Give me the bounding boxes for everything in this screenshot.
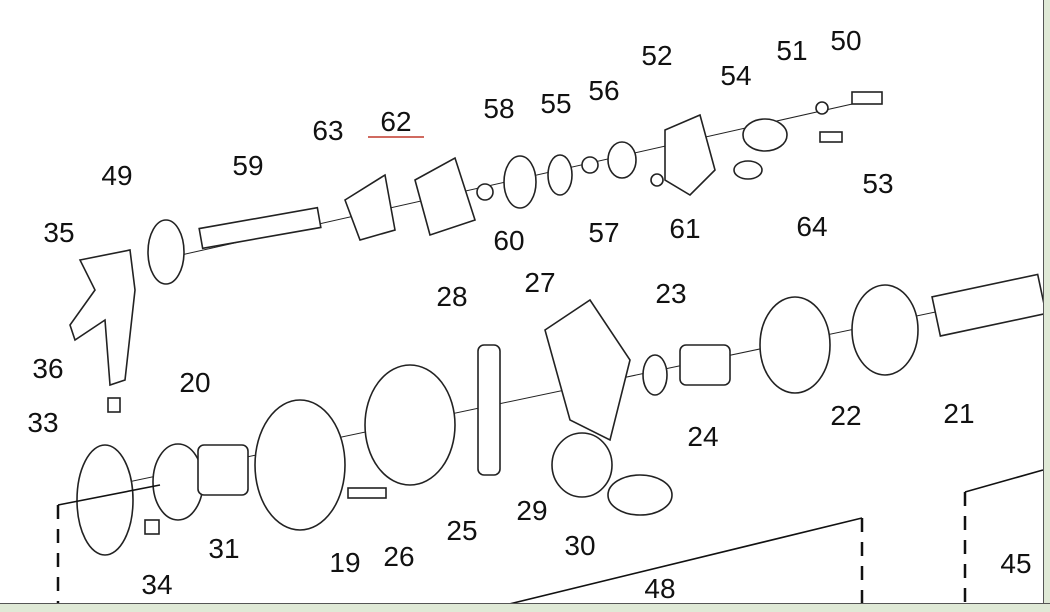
part-label-20: 20 [179, 367, 210, 398]
part-62-cover [414, 156, 477, 237]
part-label-35: 35 [43, 217, 74, 248]
part-50-bolt [851, 91, 883, 105]
part-label-55: 55 [540, 88, 571, 119]
part-60 [476, 183, 494, 201]
part-58 [503, 155, 537, 209]
part-label-22: 22 [830, 400, 861, 431]
part-23-bushing [679, 344, 731, 386]
part-29-gear [551, 432, 613, 498]
part-49-ring [147, 219, 185, 285]
part-27-cover [544, 298, 631, 442]
part-label-23: 23 [655, 278, 686, 309]
part-label-54: 54 [720, 60, 751, 91]
part-61 [650, 173, 664, 187]
part-63-gasket [344, 173, 396, 241]
part-label-61: 61 [669, 213, 700, 244]
part-19-gear [254, 399, 346, 531]
part-label-60: 60 [493, 225, 524, 256]
part-59-shaft [198, 206, 322, 250]
part-22-gear [759, 296, 831, 394]
part-52-housing [664, 113, 716, 197]
part-label-36: 36 [32, 353, 63, 384]
part-label-30: 30 [564, 530, 595, 561]
part-64-fitting [733, 160, 763, 180]
part-34-pin [144, 519, 160, 535]
part-label-49: 49 [101, 160, 132, 191]
part-54-switch [742, 118, 788, 152]
part-53-screw [819, 131, 843, 143]
part-20-bushing [197, 444, 249, 496]
part-45-shaft [931, 273, 1047, 337]
part-label-57: 57 [588, 217, 619, 248]
part-label-52: 52 [641, 40, 672, 71]
upper-assembly [69, 91, 883, 387]
part-label-25: 25 [446, 515, 477, 546]
part-label-26: 26 [383, 541, 414, 572]
part-label-63: 63 [312, 115, 343, 146]
part-label-53: 53 [862, 168, 893, 199]
part-21-bearing [851, 284, 919, 376]
part-label-62: 62 [380, 106, 411, 137]
window-frame-right [1043, 0, 1050, 612]
part-label-29: 29 [516, 495, 547, 526]
part-55 [581, 156, 599, 174]
part-25-housing [364, 364, 456, 486]
dashed-outline [56, 469, 1044, 606]
part-label-31: 31 [208, 533, 239, 564]
part-57-ring [547, 154, 573, 196]
part-label-28: 28 [436, 281, 467, 312]
part-28-cross [477, 344, 501, 476]
part-26-bolt [347, 487, 387, 499]
part-56-spring [607, 141, 637, 179]
part-label-33: 33 [27, 407, 58, 438]
part-label-58: 58 [483, 93, 514, 124]
part-label-24: 24 [687, 421, 718, 452]
part-35-fork [69, 249, 136, 387]
lower-assembly [76, 273, 1047, 556]
part-label-56: 56 [588, 75, 619, 106]
part-label-50: 50 [830, 25, 861, 56]
part-51 [815, 101, 829, 115]
part-label-34: 34 [141, 569, 172, 600]
part-33-sleeve [76, 444, 134, 556]
part-label-59: 59 [232, 150, 263, 181]
part-label-64: 64 [796, 211, 827, 242]
part-labels: 50 51 52 54 56 55 58 62 63 59 49 53 35 60 57 61 64 28 27 23… [27, 25, 1031, 604]
part-30-washer [607, 474, 673, 516]
part-31-ring [152, 443, 204, 521]
part-label-45: 45 [1000, 548, 1031, 579]
part-36-screw [107, 397, 121, 413]
part-label-27: 27 [524, 267, 555, 298]
window-frame-bottom [0, 603, 1050, 612]
part-label-48: 48 [644, 573, 675, 604]
part-label-51: 51 [776, 35, 807, 66]
part-label-19: 19 [329, 547, 360, 578]
part-24-ring [642, 354, 668, 396]
part-label-21: 21 [943, 398, 974, 429]
